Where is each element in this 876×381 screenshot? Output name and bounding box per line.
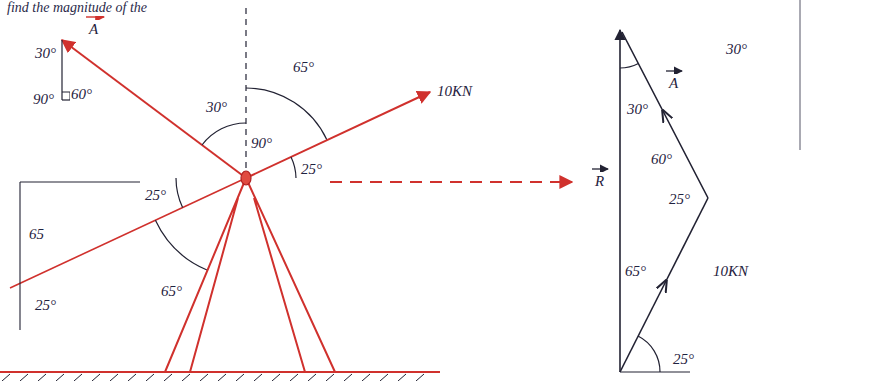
force-10kn-side xyxy=(620,198,708,372)
force-label: A xyxy=(668,74,679,92)
angle-label: 65° xyxy=(624,262,647,280)
force-label: A xyxy=(88,20,99,38)
angle-label: 25° xyxy=(668,190,691,208)
right-angle-mark xyxy=(62,92,70,100)
ground-line xyxy=(0,371,440,373)
angle-arc xyxy=(246,88,327,140)
angle-label: 65° xyxy=(292,58,315,76)
support-frame xyxy=(165,178,335,372)
knot xyxy=(241,171,251,185)
angle-arc xyxy=(638,336,660,372)
resultant-line xyxy=(619,30,621,372)
angle-label: 25° xyxy=(672,350,695,368)
angle-arc xyxy=(620,64,638,69)
vector-bar xyxy=(86,16,104,17)
angle-arc xyxy=(155,220,207,270)
frame-line xyxy=(20,182,140,330)
force-a-side xyxy=(622,32,708,198)
angle-arc xyxy=(176,178,183,208)
force-label: R xyxy=(594,172,605,190)
angle-label: 65 xyxy=(28,225,45,243)
angle-label: 25° xyxy=(300,160,323,178)
vector-bar xyxy=(592,168,608,169)
margin-line xyxy=(800,0,801,150)
angle-label: 60° xyxy=(650,150,673,168)
angle-arc xyxy=(202,123,246,145)
vertical-reference xyxy=(245,8,246,178)
force-label: 10KN xyxy=(436,82,473,100)
force-a-line xyxy=(62,40,246,178)
space-diagram xyxy=(0,8,572,381)
base-line xyxy=(620,371,690,372)
vector-bar xyxy=(666,70,682,71)
angle-arc xyxy=(291,157,296,178)
angle-label: 25° xyxy=(34,296,57,314)
force-triangle xyxy=(592,0,800,372)
force-10kn-line xyxy=(246,92,430,178)
angle-label: 60° xyxy=(70,85,93,103)
angle-label: 25° xyxy=(144,186,167,204)
angle-label: 30° xyxy=(626,100,649,118)
force-label: 10KN xyxy=(712,262,749,280)
extension-line xyxy=(10,178,246,288)
tick-line xyxy=(61,40,62,100)
angle-label: 30° xyxy=(34,44,57,62)
angle-label: 90° xyxy=(32,90,55,108)
transfer-arrow xyxy=(330,181,572,183)
angle-label: 90° xyxy=(250,134,273,152)
angle-label: 30° xyxy=(725,40,748,58)
angle-label: 65° xyxy=(160,282,183,300)
angle-label: 30° xyxy=(205,98,228,116)
ground-hatch xyxy=(2,374,424,381)
problem-note: find the magnitude of the xyxy=(6,0,148,16)
